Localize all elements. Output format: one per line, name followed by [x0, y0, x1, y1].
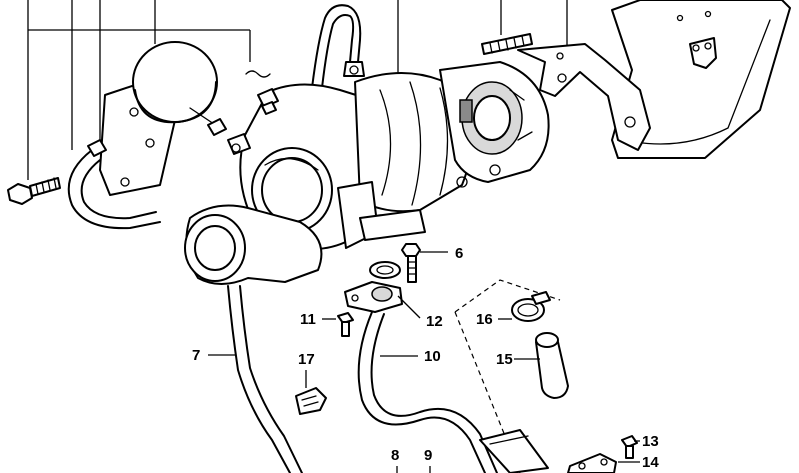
- turbocharger: [227, 61, 550, 250]
- callout-11: 11: [300, 311, 316, 328]
- hose-7: [208, 285, 303, 473]
- wastegate-actuator: [99, 41, 271, 196]
- oil-return-pipe-10: [357, 311, 498, 473]
- callout-labels: 6 7 8 9 10 11 12 13 14 15 16 17: [192, 245, 659, 471]
- callout-7: 7: [192, 347, 200, 364]
- hose-15: [514, 332, 569, 399]
- callout-6: 6: [455, 245, 463, 262]
- callout-16: 16: [476, 311, 493, 328]
- callout-9: 9: [424, 447, 432, 464]
- mounting-bracket: [517, 43, 651, 151]
- callout-17: 17: [298, 351, 315, 368]
- gasket-12: [344, 261, 421, 319]
- vacuum-hose: [67, 139, 161, 230]
- callout-14: 14: [642, 454, 659, 471]
- bolt-6: [401, 243, 448, 283]
- hose-clamp-16: [498, 291, 551, 322]
- plate-14: [567, 453, 640, 473]
- pipe-flange-bottom: [396, 429, 549, 473]
- stud: [481, 33, 533, 55]
- exhaust-outlet-elbow: [184, 204, 323, 285]
- clip-17: [295, 370, 327, 415]
- bolt-11: [322, 312, 354, 337]
- callout-13: 13: [642, 433, 659, 450]
- callout-15: 15: [496, 351, 513, 368]
- bolt-left: [7, 177, 61, 205]
- top-leader-lines: [27, 0, 568, 180]
- bolt-13: [621, 435, 640, 459]
- callout-12: 12: [426, 313, 443, 330]
- callout-10: 10: [424, 348, 441, 365]
- callout-8: 8: [391, 447, 399, 464]
- oil-feed-pipe: [311, 4, 365, 89]
